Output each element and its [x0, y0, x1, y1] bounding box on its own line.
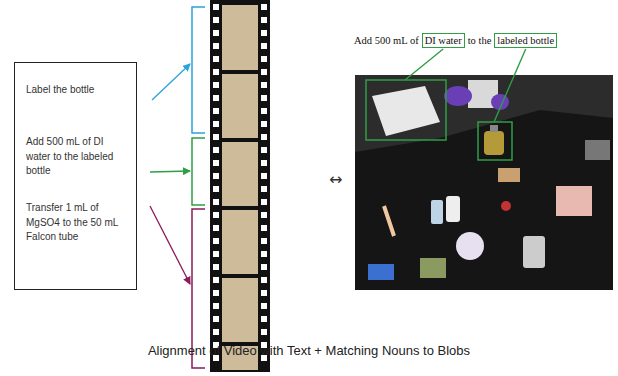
- sprocket-hole: [213, 121, 219, 127]
- sprocket-hole: [213, 147, 219, 153]
- bracket: [192, 138, 205, 205]
- sprocket-hole: [261, 303, 267, 309]
- figure-caption: Alignment of Video with Text + Matching …: [0, 343, 618, 358]
- sprocket-hole: [261, 17, 267, 23]
- sprocket-hole: [261, 186, 267, 192]
- sprocket-hole: [261, 173, 267, 179]
- sprocket-hole: [261, 56, 267, 62]
- sprocket-hole: [213, 199, 219, 205]
- noun-box: labeled bottle: [494, 33, 557, 48]
- sprocket-hole: [213, 329, 219, 335]
- sprocket-hole: [213, 95, 219, 101]
- pointer-arrow: [150, 206, 190, 284]
- sprocket-hole: [213, 43, 219, 49]
- sprocket-hole: [261, 264, 267, 270]
- sprocket-hole: [213, 173, 219, 179]
- caption-text: Add 500 mL of: [354, 35, 419, 46]
- sprocket-hole: [213, 303, 219, 309]
- sprocket-hole: [261, 160, 267, 166]
- sprocket-hole: [261, 147, 267, 153]
- sprocket-hole: [213, 160, 219, 166]
- noun-text: DI water: [425, 35, 462, 46]
- sprocket-hole: [213, 251, 219, 257]
- sprocket-hole: [213, 225, 219, 231]
- sprocket-hole: [261, 4, 267, 10]
- sprocket-hole: [261, 199, 267, 205]
- sprocket-hole: [261, 329, 267, 335]
- noun-box: DI water: [422, 33, 465, 48]
- sprocket-hole: [213, 290, 219, 296]
- sprocket-hole: [261, 69, 267, 75]
- sprocket-hole: [213, 238, 219, 244]
- sprocket-hole: [213, 212, 219, 218]
- pointer-arrow: [152, 64, 190, 100]
- sprocket-hole: [213, 82, 219, 88]
- lab-photo: [355, 75, 613, 290]
- sprocket-hole: [261, 225, 267, 231]
- sprocket-hole: [261, 238, 267, 244]
- sprocket-hole: [213, 134, 219, 140]
- sprocket-hole: [261, 108, 267, 114]
- sprocket-hole: [213, 69, 219, 75]
- sprocket-hole: [261, 212, 267, 218]
- instruction-text: Label the bottle: [26, 83, 128, 98]
- bracket: [192, 7, 205, 133]
- sprocket-hole: [213, 316, 219, 322]
- sprocket-hole: [261, 251, 267, 257]
- sprocket-hole: [261, 30, 267, 36]
- leader-line: [405, 49, 443, 80]
- noun-text: labeled bottle: [497, 35, 554, 46]
- sprocket-hole: [213, 108, 219, 114]
- sprocket-hole: [261, 316, 267, 322]
- sprocket-hole: [261, 121, 267, 127]
- sprocket-hole: [213, 17, 219, 23]
- film-strip: [210, 0, 270, 372]
- sprocket-hole: [261, 290, 267, 296]
- instruction-box: Label the bottleAdd 500 mL of DI water t…: [14, 62, 137, 290]
- instruction-text: Transfer 1 mL of MgSO4 to the 50 mL Falc…: [26, 201, 128, 245]
- sprocket-hole: [261, 95, 267, 101]
- leader-line: [494, 49, 526, 122]
- instruction-text: Add 500 mL of DI water to the labeled bo…: [26, 135, 128, 179]
- caption-text: to the: [468, 35, 492, 46]
- sprocket-hole: [213, 186, 219, 192]
- pointer-arrow: [150, 171, 190, 172]
- sprocket-hole: [261, 277, 267, 283]
- sprocket-hole: [213, 277, 219, 283]
- sprocket-hole: [261, 43, 267, 49]
- sprocket-hole: [213, 264, 219, 270]
- sprocket-hole: [213, 56, 219, 62]
- double-arrow: ↔: [329, 170, 342, 189]
- sprocket-hole: [261, 134, 267, 140]
- sprocket-hole: [213, 4, 219, 10]
- sprocket-hole: [213, 30, 219, 36]
- photo-caption-row: Add 500 mL of DI water to the labeled bottl…: [354, 33, 557, 48]
- sprocket-hole: [261, 82, 267, 88]
